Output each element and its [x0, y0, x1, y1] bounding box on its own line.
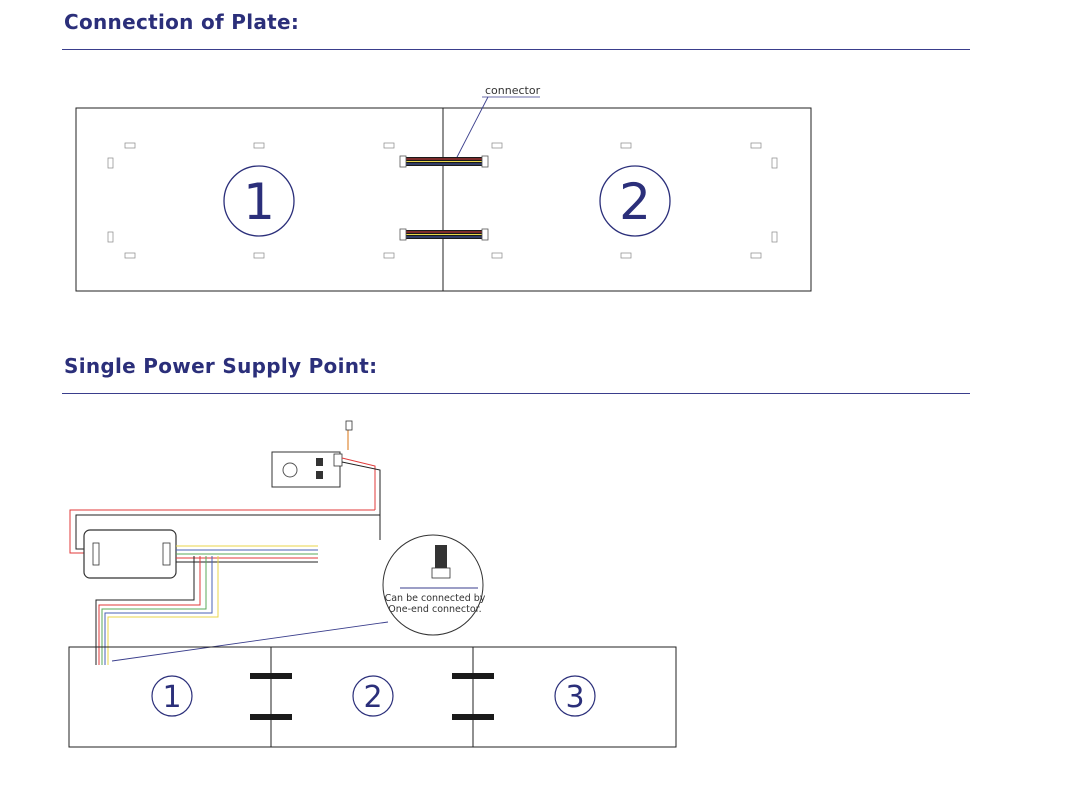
connector-cable — [399, 155, 489, 168]
connector-cable — [399, 228, 489, 241]
jumper-cables — [250, 673, 494, 720]
connector-callout: Can be connected by One-end connector. — [111, 534, 486, 662]
panel-number: 3 — [565, 680, 584, 715]
connector-label: connector — [485, 84, 541, 97]
panel-number-circle — [223, 165, 295, 237]
panel-number: 1 — [162, 680, 181, 715]
controller-box — [83, 529, 177, 579]
connector-pads — [107, 142, 778, 259]
callout-note: Can be connected by — [385, 593, 486, 604]
panel-number-circle — [599, 165, 671, 237]
connector-leader-line — [454, 96, 489, 162]
panel-2 — [442, 107, 812, 292]
panel-number: 2 — [363, 680, 382, 715]
power-supply-diagram: Can be connected by One-end connector. 1… — [68, 420, 677, 748]
power-supply-unit — [271, 420, 381, 540]
callout-note: One-end connector. — [388, 604, 481, 615]
plate-connection-diagram: 1 2 connector — [75, 84, 812, 292]
panel-number: 2 — [619, 173, 651, 231]
section-divider — [62, 393, 970, 394]
section-title-power: Single Power Supply Point: — [64, 354, 378, 378]
panel-number-circle — [151, 675, 193, 717]
output-wires — [95, 545, 318, 665]
panel-number-circle — [554, 675, 596, 717]
panel-number: 1 — [243, 173, 275, 231]
panel-number-circle — [352, 675, 394, 717]
panel-3 — [472, 646, 677, 748]
section-divider — [62, 49, 970, 50]
section-title-connection: Connection of Plate: — [64, 10, 300, 34]
